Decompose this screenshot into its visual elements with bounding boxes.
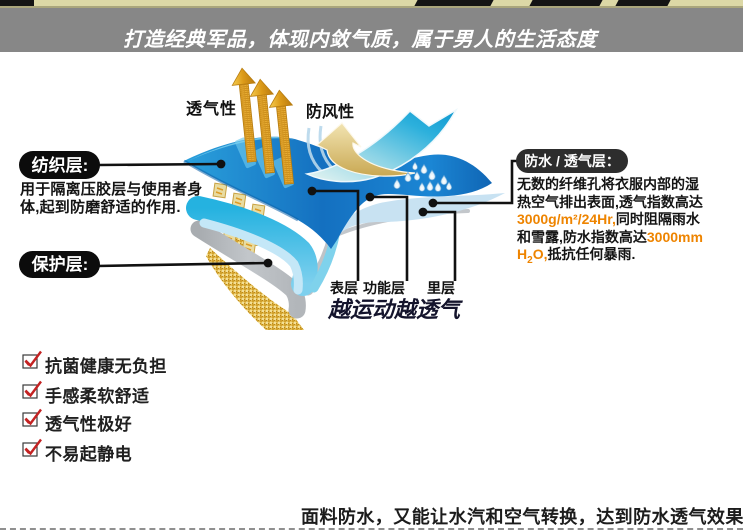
svg-text:保护层:: 保护层: bbox=[31, 254, 89, 274]
svg-text:越运动越透气: 越运动越透气 bbox=[327, 297, 463, 322]
svg-text:里层: 里层 bbox=[427, 280, 455, 296]
svg-text:表层: 表层 bbox=[329, 280, 358, 296]
svg-text:透气性: 透气性 bbox=[186, 99, 237, 118]
svg-text:纺织层:: 纺织层: bbox=[32, 155, 89, 175]
svg-text:功能层: 功能层 bbox=[363, 280, 405, 296]
svg-text:防水 / 透气层：: 防水 / 透气层： bbox=[524, 153, 620, 169]
svg-text:防风性: 防风性 bbox=[306, 102, 354, 121]
